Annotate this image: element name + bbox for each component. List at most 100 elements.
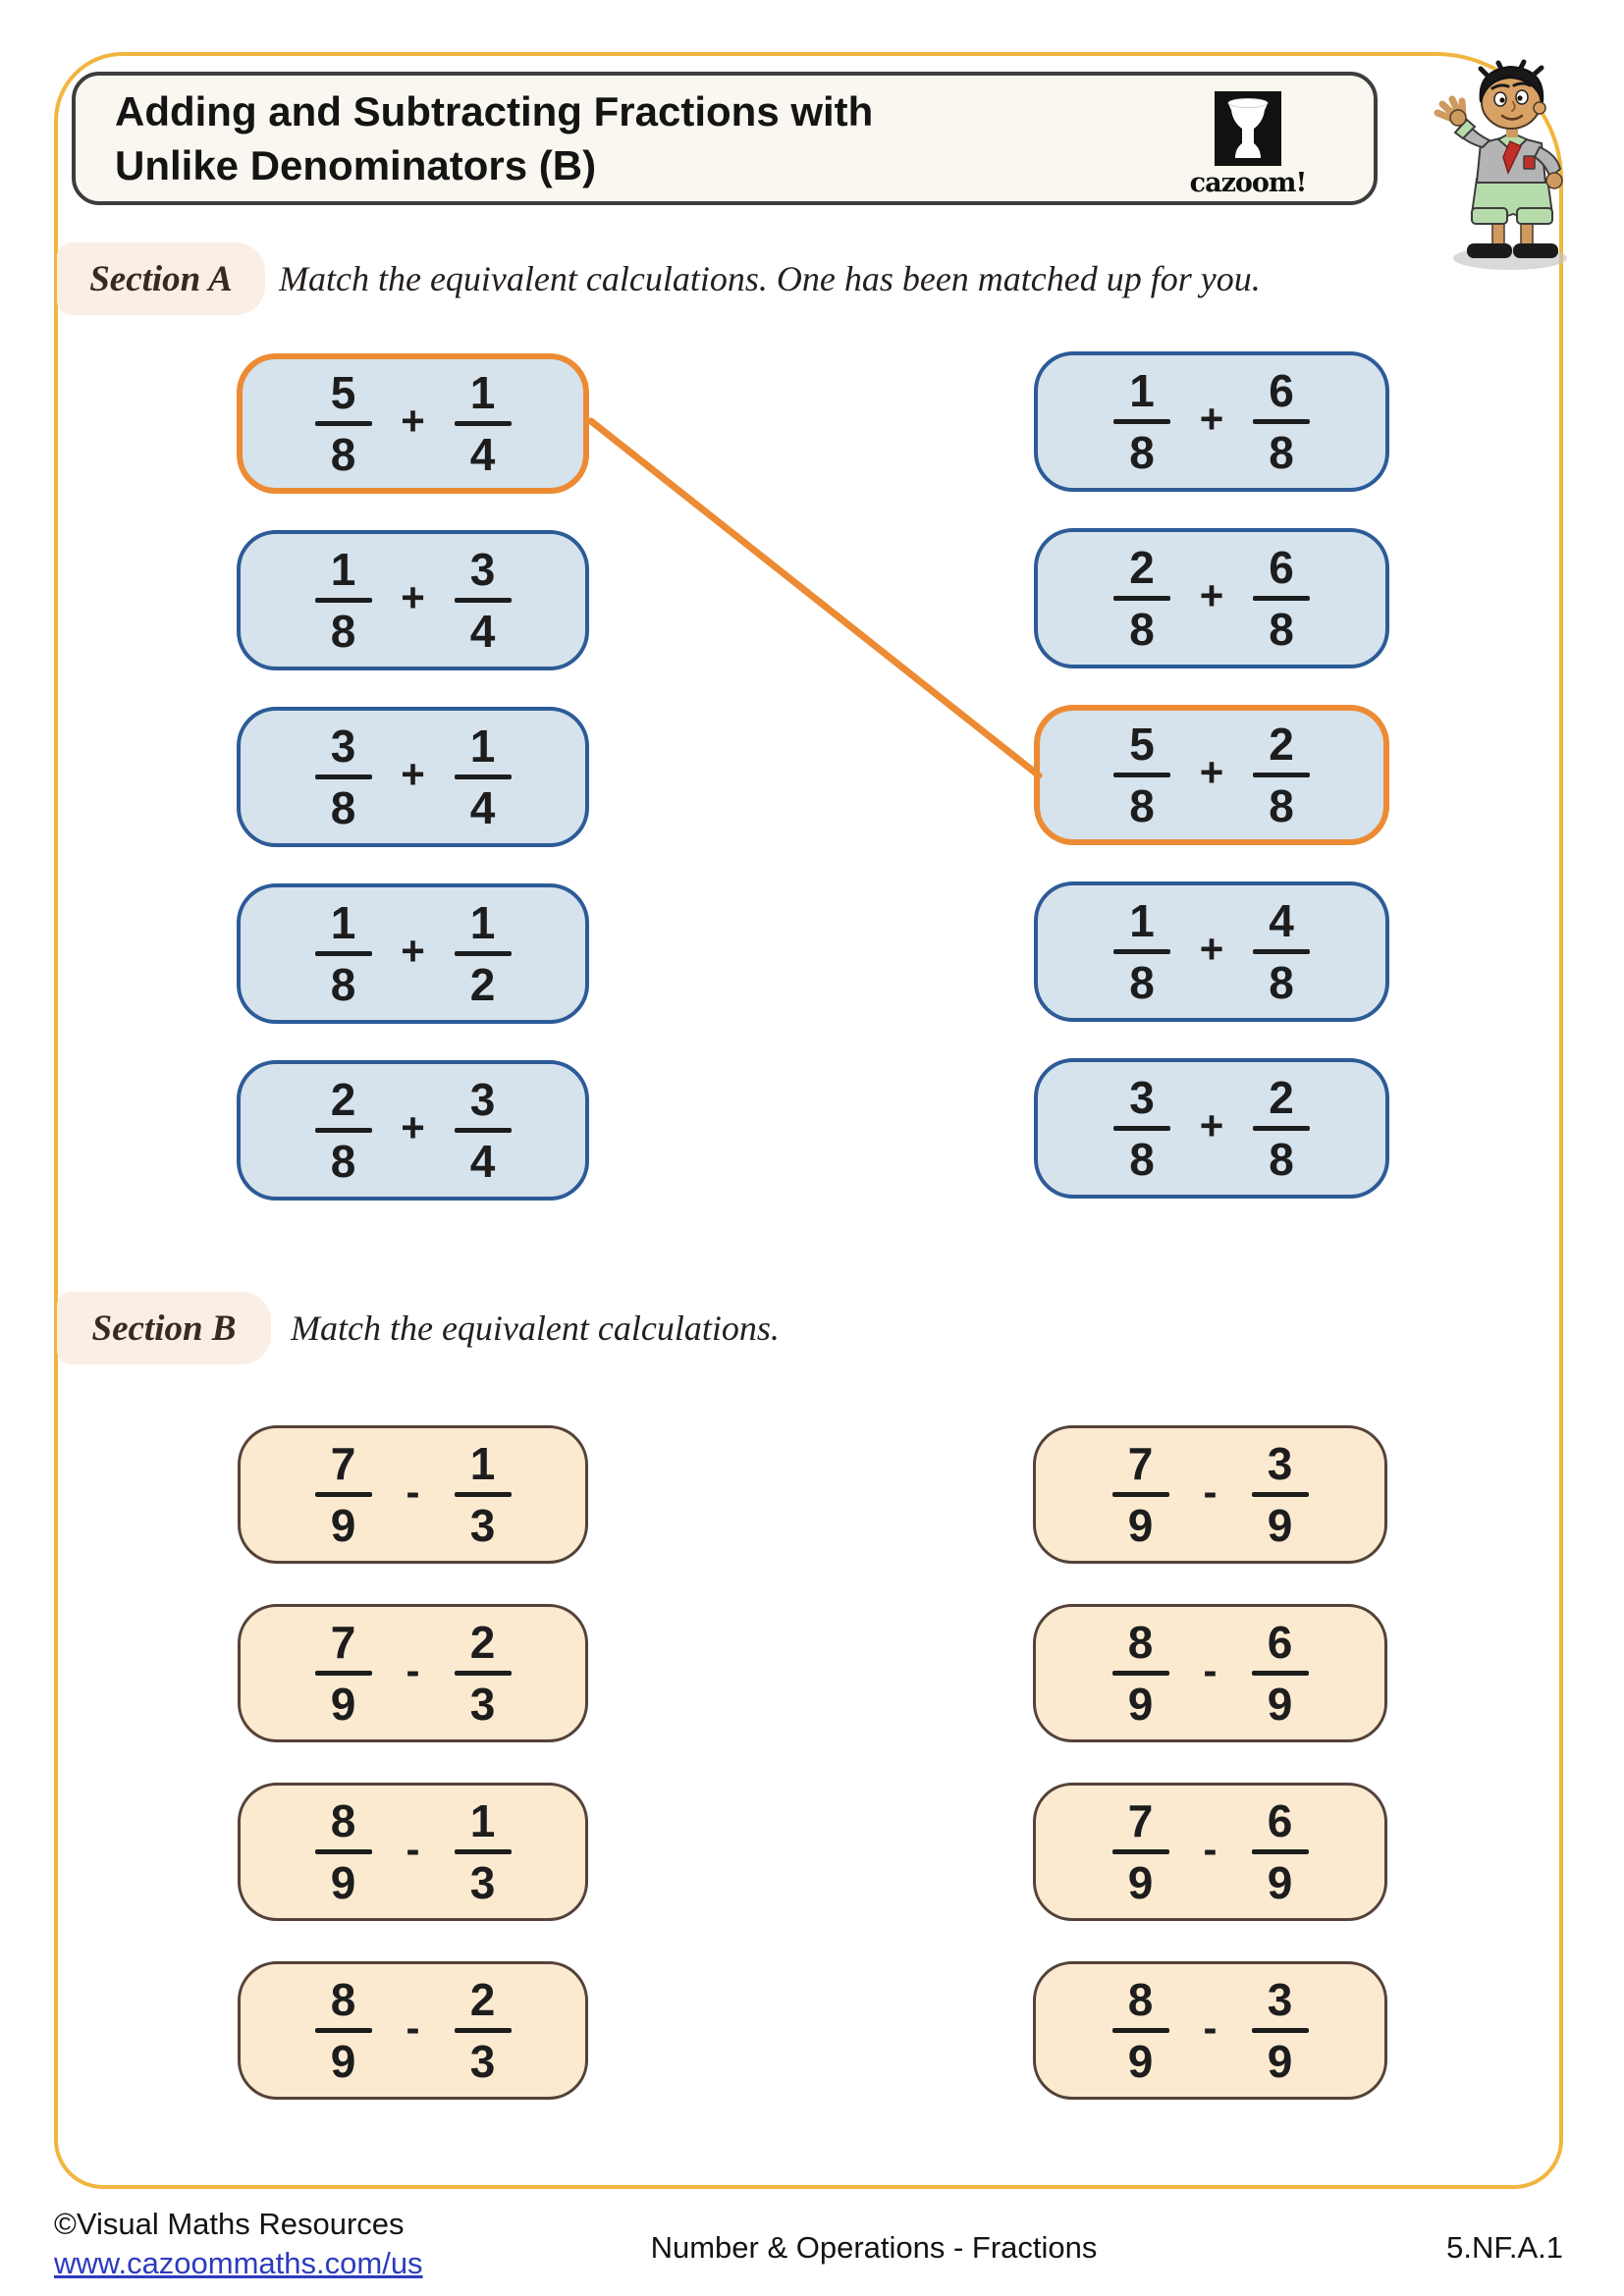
numerator: 2 — [469, 1617, 496, 1668]
fraction-bar — [314, 1671, 372, 1676]
operator: + — [1199, 1101, 1224, 1148]
fraction-bar — [454, 2028, 512, 2033]
numerator: 1 — [469, 897, 496, 948]
numerator: 3 — [1129, 1072, 1155, 1123]
denominator: 8 — [1129, 427, 1155, 478]
fraction-bar — [1253, 596, 1310, 601]
numerator: 1 — [1129, 365, 1155, 416]
footer-website-link[interactable]: www.cazoommaths.com/us — [54, 2246, 423, 2280]
numerator: 2 — [1269, 1072, 1294, 1123]
footer-standard-code: 5.NF.A.1 — [1446, 2230, 1563, 2265]
numerator: 3 — [469, 544, 496, 595]
section-a-label: Section A — [57, 242, 265, 315]
fraction-bar — [1253, 949, 1310, 954]
fraction-bar — [314, 598, 372, 603]
denominator: 9 — [1127, 1500, 1154, 1551]
denominator: 4 — [469, 606, 496, 657]
numerator: 8 — [330, 1795, 356, 1846]
fraction-bar — [314, 1492, 372, 1497]
fraction-bar — [1251, 2028, 1309, 2033]
title-box: Adding and Subtracting Fractions with Un… — [72, 72, 1378, 205]
fraction-bar — [1251, 1849, 1309, 1854]
denominator: 9 — [330, 2036, 356, 2087]
fraction-bar — [454, 1128, 512, 1133]
fraction-bar — [454, 951, 512, 956]
section-a-instruction: Match the equivalent calculations. One h… — [279, 259, 1261, 298]
denominator: 8 — [1129, 1134, 1155, 1185]
numerator: 1 — [469, 1438, 496, 1489]
operator: - — [406, 1468, 420, 1515]
denominator: 8 — [1269, 604, 1294, 655]
numerator: 6 — [1269, 542, 1294, 593]
fraction-bar — [314, 421, 372, 426]
denominator: 9 — [1267, 1857, 1293, 1908]
footer-topic: Number & Operations - Fractions — [650, 2230, 1098, 2265]
denominator: 4 — [469, 429, 496, 480]
operator: - — [406, 1646, 420, 1693]
fraction-bar — [1111, 2028, 1169, 2033]
denominator: 3 — [469, 1679, 496, 1730]
numerator: 6 — [1267, 1795, 1293, 1846]
mascot-boy-illustration — [1434, 59, 1567, 270]
denominator: 8 — [1269, 780, 1294, 831]
denominator: 4 — [469, 1136, 496, 1187]
denominator: 8 — [1129, 780, 1155, 831]
operator: - — [1203, 1646, 1218, 1693]
fraction-bar — [1113, 596, 1170, 601]
numerator: 6 — [1269, 365, 1294, 416]
numerator: 8 — [1127, 1617, 1154, 1668]
operator: - — [1203, 1468, 1218, 1515]
fraction-bar — [1251, 1671, 1309, 1676]
numerator: 3 — [1267, 1974, 1293, 2025]
numerator: 1 — [330, 897, 356, 948]
numerator: 7 — [330, 1438, 356, 1489]
fraction-bar — [314, 951, 372, 956]
denominator: 9 — [330, 1500, 356, 1551]
numerator: 7 — [330, 1617, 356, 1668]
operator: + — [1199, 395, 1224, 442]
numerator: 8 — [1127, 1974, 1154, 2025]
numerator: 7 — [1127, 1795, 1154, 1846]
denominator: 8 — [1269, 957, 1294, 1008]
fraction-bar — [454, 421, 512, 426]
numerator: 1 — [469, 367, 496, 418]
denominator: 8 — [330, 606, 356, 657]
denominator: 2 — [469, 959, 496, 1010]
fraction-bar — [1113, 773, 1170, 777]
denominator: 3 — [469, 1857, 496, 1908]
operator: + — [401, 397, 425, 444]
operator: + — [401, 927, 425, 974]
fraction-bar — [1253, 419, 1310, 424]
operator: + — [1199, 571, 1224, 618]
